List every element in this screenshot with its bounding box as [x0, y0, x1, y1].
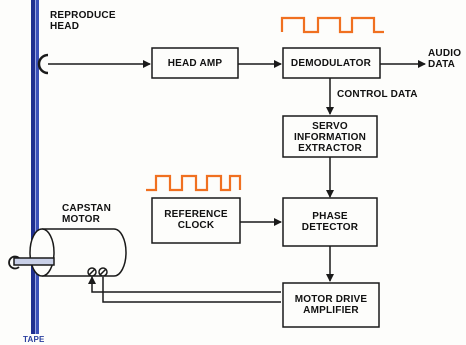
head-amp-box	[151, 47, 239, 79]
phase-detector-label-line1: PHASE	[312, 211, 348, 222]
motor-drive-label-line2: AMPLIFIER	[303, 305, 359, 316]
motor-drive-amplifier-label: MOTOR DRIVE AMPLIFIER	[295, 294, 368, 316]
control-data-label: CONTROL DATA	[337, 89, 418, 100]
tape	[31, 0, 39, 334]
reference-clock-box	[151, 197, 241, 244]
servo-extractor-box	[282, 115, 378, 158]
servo-label-line2: INFORMATION	[293, 132, 367, 143]
reproduce-head-label-line1: REPRODUCE	[50, 10, 116, 21]
audio-data-label-line2: DATA	[428, 59, 456, 70]
capstan-motor	[13, 228, 127, 277]
demodulator-pulse-wave	[280, 16, 384, 34]
head-amp-label: HEAD AMP	[167, 58, 223, 69]
motor-drive-label-line1: MOTOR DRIVE	[294, 294, 368, 305]
reference-clock-label-line1: REFERENCE	[164, 209, 228, 220]
audio-data-label: AUDIO DATA	[428, 48, 461, 70]
servo-extractor-label: SERVO INFORMATION EXTRACTOR	[294, 121, 366, 154]
reference-clock-label-line2: CLOCK	[177, 220, 215, 231]
capstan-spindle-icon	[8, 255, 20, 270]
phase-detector-box	[282, 197, 378, 247]
motor-drive-amplifier-box	[282, 282, 380, 328]
reproduce-head-icon	[37, 53, 49, 75]
motordrive-feedback-line-b	[102, 277, 281, 303]
audio-data-label-line1: AUDIO	[428, 48, 462, 59]
reference-clock-pulse-wave	[146, 174, 242, 192]
capstan-motor-label: CAPSTAN MOTOR	[62, 203, 111, 225]
servo-label-line3: EXTRACTOR	[298, 143, 362, 154]
reproduce-head-label-line2: HEAD	[50, 21, 80, 32]
capstan-motor-label-line2: MOTOR	[62, 214, 101, 225]
motordrive-feedback-line-a	[88, 276, 281, 293]
reference-clock-label: REFERENCE CLOCK	[164, 209, 227, 231]
capstan-motor-label-line1: CAPSTAN	[62, 203, 111, 214]
demodulator-box	[282, 47, 381, 79]
phase-detector-label-line2: DETECTOR	[301, 222, 359, 233]
phase-detector-label: PHASE DETECTOR	[302, 211, 358, 233]
servo-label-line1: SERVO	[312, 121, 348, 132]
tape-label: TAPE	[23, 335, 45, 344]
reproduce-head-label: REPRODUCE HEAD	[50, 10, 116, 32]
demodulator-label: DEMODULATOR	[290, 58, 372, 69]
